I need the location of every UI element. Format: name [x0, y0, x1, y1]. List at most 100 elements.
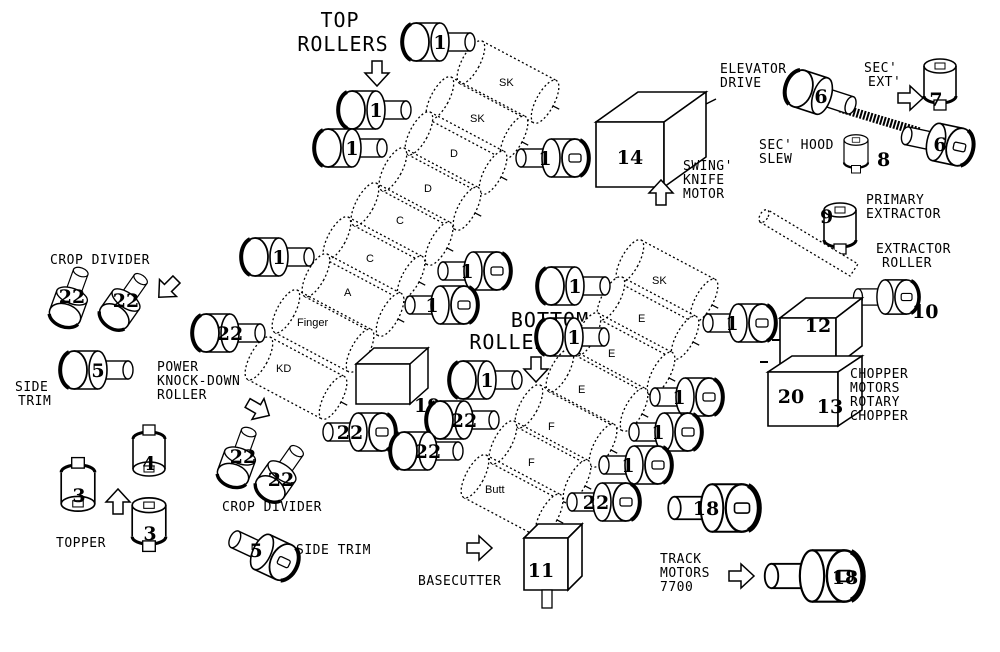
svg-text:SIDE: SIDE — [15, 380, 48, 395]
svg-text:SLEW: SLEW — [759, 152, 792, 167]
roller-d-1: D — [399, 107, 520, 203]
side-trim-label-left: SIDE TRIM — [15, 380, 51, 409]
track-motor-18-b: 18 — [765, 550, 863, 601]
basecutter-label: BASECUTTER — [418, 574, 501, 589]
motor-6-elevator-a: 6 — [778, 64, 864, 127]
svg-text:MOTORS: MOTORS — [850, 381, 900, 396]
crop-divider-left-label: CROP DIVIDER — [50, 253, 150, 268]
svg-text:5: 5 — [91, 360, 104, 382]
roller-e-3: E — [540, 344, 661, 440]
svg-text:9: 9 — [820, 206, 833, 228]
svg-text:ROLLER: ROLLER — [882, 256, 932, 271]
svg-text:KD: KD — [276, 363, 291, 375]
svg-text:1: 1 — [425, 295, 438, 317]
crop-divider-arrow-icon — [149, 270, 186, 307]
roller-finger: Finger — [266, 285, 387, 381]
svg-text:C: C — [366, 253, 374, 265]
svg-text:6: 6 — [933, 134, 946, 156]
svg-text:MOTOR: MOTOR — [683, 187, 725, 202]
svg-text:D: D — [424, 183, 432, 195]
svg-text:TRIM: TRIM — [18, 394, 51, 409]
chopper-label: CHOPPER MOTORS ROTARY CHOPPER — [850, 367, 908, 424]
motor-1-top-g: 1 — [403, 284, 480, 326]
box-11-basecutter: 11 — [522, 522, 584, 609]
track-motors-label: TRACK MOTORS 7700 — [660, 552, 710, 595]
roller-sk-1: SK — [451, 36, 572, 132]
motor-1-top-e: 1 — [239, 236, 316, 278]
roller-d-2: D — [373, 143, 494, 239]
motor-1-top-f: 1 — [436, 250, 513, 292]
motor-1-top-a: 1 — [400, 21, 477, 63]
primary-extractor-label: PRIMARY EXTRACTOR — [866, 193, 941, 222]
svg-text:1: 1 — [567, 327, 580, 349]
svg-text:1: 1 — [433, 32, 446, 54]
motor-10-extractor-roller: 10 — [851, 278, 938, 323]
svg-text:7700: 7700 — [660, 580, 693, 595]
svg-text:E: E — [608, 348, 615, 360]
svg-text:8: 8 — [877, 149, 890, 171]
motor-9-primary-extractor: 9 — [820, 201, 858, 256]
svg-text:KNOCK-DOWN: KNOCK-DOWN — [157, 374, 240, 389]
svg-text:1: 1 — [651, 422, 664, 444]
svg-text:1: 1 — [621, 455, 634, 477]
roller-c-2: C — [317, 212, 438, 308]
svg-text:SK: SK — [499, 77, 514, 89]
svg-text:12: 12 — [805, 315, 831, 337]
roller-e-1: E — [591, 272, 712, 368]
svg-text:14: 14 — [617, 147, 643, 169]
track-motor-18-a: 18 — [668, 484, 759, 532]
svg-text:DRIVE: DRIVE — [720, 76, 762, 91]
svg-text:EXT': EXT' — [868, 75, 901, 90]
svg-text:22: 22 — [230, 446, 256, 468]
svg-text:5: 5 — [249, 540, 262, 562]
svg-text:CHOPPER: CHOPPER — [850, 367, 908, 382]
motor-1-top-d: 1 — [514, 137, 591, 179]
svg-text:22: 22 — [217, 323, 243, 345]
motor-22-finger: 22 — [190, 312, 267, 354]
extractor-roller — [758, 209, 859, 277]
motor-5-side-trim-b: 5 — [220, 517, 307, 588]
roller-sk-bottom: SK — [610, 235, 731, 331]
svg-text:22: 22 — [268, 469, 294, 491]
sec-ext-arrow-icon — [897, 85, 924, 111]
topper-arrow-icon — [105, 488, 131, 515]
motor-22-kd: 22 — [321, 411, 398, 453]
svg-text:E: E — [578, 384, 585, 396]
box-20-13-chopper: 20 13 — [760, 354, 865, 428]
svg-text:POWER: POWER — [157, 360, 199, 375]
motor-1-bottom-a: 1 — [535, 265, 612, 307]
svg-text:22: 22 — [451, 410, 477, 432]
svg-text:MOTORS: MOTORS — [660, 566, 710, 581]
svg-text:3: 3 — [143, 523, 156, 545]
extractor-roller-label: EXTRACTOR ROLLER — [876, 242, 950, 271]
svg-text:ROLLER: ROLLER — [157, 388, 207, 403]
roller-e-2: E — [567, 308, 688, 404]
svg-text:SK: SK — [652, 275, 667, 287]
motor-1-bottom-d: 1 — [447, 359, 524, 401]
roller-c-1: C — [345, 178, 466, 274]
roller-sk-2: SK — [420, 72, 541, 168]
svg-text:4: 4 — [142, 453, 155, 475]
svg-text:TRACK: TRACK — [660, 552, 702, 567]
motor-1-bottom-f: 1 — [627, 411, 704, 453]
roller-kd: KD — [239, 332, 360, 428]
svg-text:3: 3 — [72, 485, 85, 507]
motor-22-bottom-c: 22 — [565, 481, 642, 523]
side-trim-bottom-label: SIDE TRIM — [296, 543, 371, 558]
svg-text:1: 1 — [538, 148, 551, 170]
motor-22-bottom-a: 22 — [424, 399, 501, 441]
svg-text:Finger: Finger — [297, 317, 329, 329]
svg-text:22: 22 — [59, 286, 85, 308]
svg-text:SK: SK — [470, 113, 485, 125]
motor-3-topper-a: 3 — [59, 456, 97, 513]
svg-text:22: 22 — [337, 422, 363, 444]
svg-text:SEC' HOOD: SEC' HOOD — [759, 138, 834, 153]
svg-text:EXTRACTOR: EXTRACTOR — [866, 207, 941, 222]
svg-text:1: 1 — [369, 100, 382, 122]
svg-text:1: 1 — [345, 138, 358, 160]
top-rollers-arrow-icon — [364, 60, 390, 87]
svg-text:ROTARY: ROTARY — [850, 395, 900, 410]
sec-hood-slew-label: SEC' HOOD SLEW — [759, 138, 834, 167]
svg-text:1: 1 — [568, 276, 581, 298]
